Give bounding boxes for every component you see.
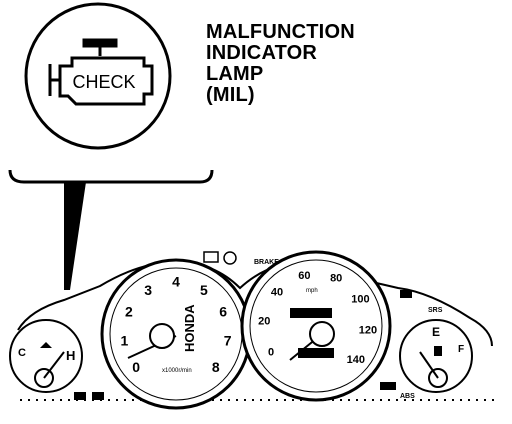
speedometer-tick-label: 100 bbox=[351, 294, 369, 306]
speedometer-unit: mph bbox=[306, 288, 318, 294]
callout-line-4: (MIL) bbox=[206, 84, 255, 106]
tachometer-tick-label: 8 bbox=[212, 359, 220, 375]
temp-hot-label: H bbox=[66, 348, 75, 363]
tachometer-tick-label: 3 bbox=[144, 282, 152, 298]
fuel-gauge: E F bbox=[399, 319, 473, 393]
fuel-full-label: F bbox=[458, 344, 464, 355]
mil-magnifier bbox=[24, 2, 172, 150]
brake-indicator: BRAKE bbox=[254, 259, 279, 266]
charge-warning-icon bbox=[203, 251, 219, 263]
tachometer-tick-label: 5 bbox=[200, 282, 208, 298]
check-engine-label: CHECK bbox=[72, 72, 135, 92]
abs-indicator: ABS bbox=[400, 393, 415, 400]
speedometer-tick-label: 140 bbox=[347, 354, 365, 366]
mil-callout-title: MALFUNCTION INDICATOR LAMP (MIL) bbox=[206, 22, 396, 106]
speedometer-tick-label: 0 bbox=[268, 347, 274, 359]
tachometer-tick-label: 2 bbox=[125, 304, 133, 320]
warning-indicators: BRAKE ABS SRS bbox=[74, 251, 443, 400]
tachometer-tick-label: 0 bbox=[132, 359, 140, 375]
speedometer-tick-label: 60 bbox=[298, 270, 310, 282]
callout-line-3: LAMP bbox=[206, 63, 264, 85]
door-indicator-icon bbox=[400, 290, 412, 298]
callout-leader bbox=[8, 169, 214, 184]
callout-line-2: INDICATOR bbox=[206, 42, 318, 64]
tachometer-tick-label: 1 bbox=[121, 333, 129, 349]
tachometer-brand: HONDA bbox=[182, 304, 197, 352]
tachometer-unit: x1000r/min bbox=[162, 368, 192, 374]
hazard-icon bbox=[92, 392, 104, 400]
tachometer-tick-label: 7 bbox=[224, 333, 232, 349]
trunk-indicator-icon bbox=[380, 382, 396, 390]
temperature-gauge: C H bbox=[9, 319, 83, 393]
tachometer-tick-label: 6 bbox=[219, 304, 227, 320]
leader-arrow bbox=[64, 182, 86, 290]
temp-cold-label: C bbox=[18, 347, 26, 359]
tachometer-tick-label: 4 bbox=[172, 274, 180, 290]
oil-pressure-icon bbox=[223, 251, 237, 265]
tachometer: 01 23 4 56 78 HONDA x1000r/min bbox=[100, 258, 252, 410]
callout-line-1: MALFUNCTION bbox=[206, 21, 355, 43]
check-engine-icon: CHECK bbox=[48, 38, 154, 106]
defroster-icon bbox=[74, 392, 86, 400]
speedometer: 0 20 40 60 80 100 120 140 mph bbox=[240, 250, 392, 402]
speedometer-tick-label: 20 bbox=[258, 316, 270, 328]
speedometer-tick-label: 120 bbox=[359, 325, 377, 337]
fuel-empty-label: E bbox=[432, 325, 440, 339]
speedometer-tick-label: 80 bbox=[330, 273, 342, 285]
srs-indicator: SRS bbox=[428, 307, 443, 314]
tachometer-tick-labels: 01 23 4 56 78 bbox=[121, 274, 232, 375]
speedometer-tick-label: 40 bbox=[271, 286, 283, 298]
trip-display bbox=[298, 348, 334, 358]
odometer-display bbox=[290, 308, 332, 318]
speedometer-tick-labels: 0 20 40 60 80 100 120 140 bbox=[258, 270, 377, 366]
